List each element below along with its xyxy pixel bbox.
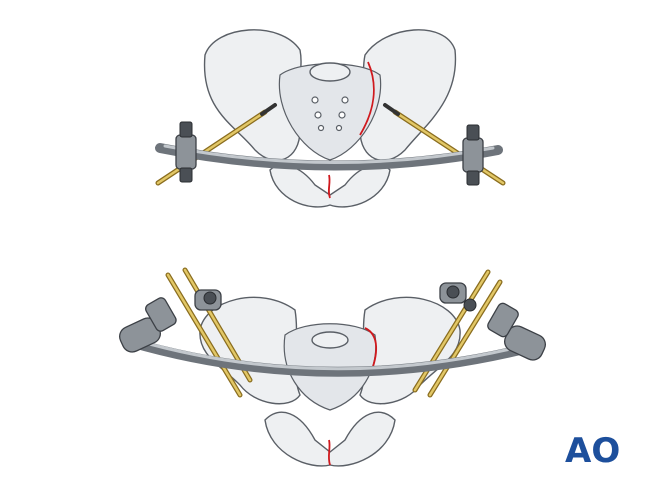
l5-vertebra-bottom — [311, 331, 349, 349]
top-pelvis — [155, 29, 506, 208]
right-clamp-assembly — [439, 282, 546, 361]
symphysis-fracture-line-bottom — [327, 439, 331, 466]
l5-vertebra — [309, 62, 351, 82]
pubic-ring — [269, 164, 391, 208]
ao-logo: AO — [565, 431, 620, 471]
left-clamp — [175, 121, 197, 183]
pubic-ring-bottom — [264, 411, 396, 467]
sacroiliac-fracture-line — [359, 61, 375, 136]
bottom-pelvis — [119, 267, 546, 467]
top-connecting-rod — [155, 143, 503, 171]
symphysis-fracture-line — [327, 174, 331, 199]
left-clamp-assembly — [119, 289, 222, 353]
bottom-connecting-rod — [125, 337, 545, 377]
right-clamp — [462, 124, 484, 186]
sacral-foramina — [311, 96, 349, 132]
